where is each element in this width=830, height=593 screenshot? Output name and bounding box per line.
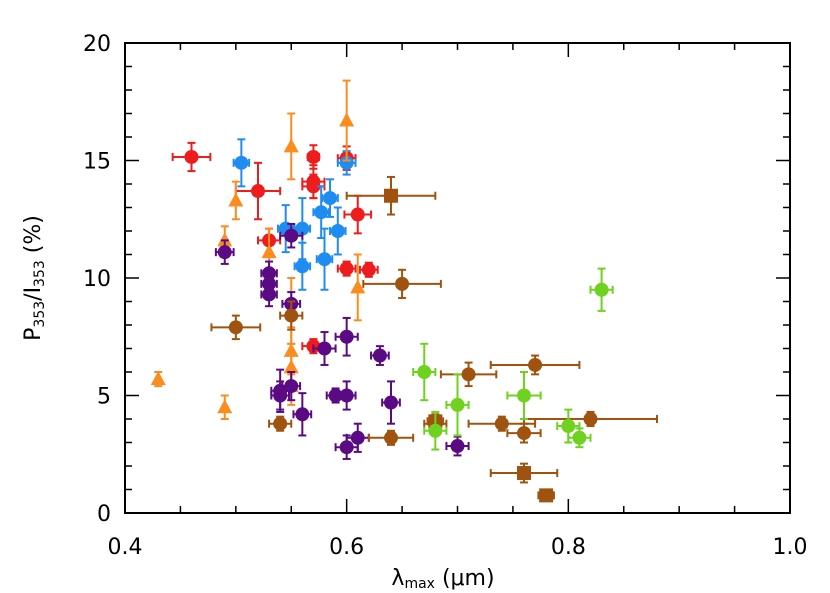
data-point-circle xyxy=(339,388,354,403)
data-point-circle xyxy=(317,252,332,267)
data-point-circle xyxy=(251,184,265,199)
data-point-circle xyxy=(184,149,199,164)
data-series xyxy=(345,175,559,503)
data-point-circle xyxy=(572,430,587,445)
data-point-circle xyxy=(234,155,249,170)
data-point-circle xyxy=(339,440,354,455)
data-point-triangle xyxy=(261,244,277,259)
y-tick-label: 5 xyxy=(97,385,111,410)
x-tick-label: 0.8 xyxy=(551,535,586,560)
data-point-circle xyxy=(339,329,354,344)
data-point-circle xyxy=(461,367,476,382)
data-point-triangle xyxy=(339,112,355,127)
data-point-circle xyxy=(339,155,354,170)
data-point-circle xyxy=(517,388,531,403)
data-point-circle xyxy=(350,207,365,222)
data-point-circle xyxy=(295,407,310,422)
chart-marks xyxy=(150,79,658,503)
data-point-square xyxy=(517,466,531,481)
data-point-circle xyxy=(528,357,543,372)
x-tick-label: 1.0 xyxy=(773,535,808,560)
data-point-circle xyxy=(328,388,343,403)
data-point-circle xyxy=(450,439,465,454)
data-point-circle xyxy=(395,276,410,291)
data-point-triangle xyxy=(228,192,244,207)
axis-tick-labels: 0.4 0.6 0.8 1.0 0 5 10 15 20 xyxy=(83,32,808,560)
data-point-circle xyxy=(306,179,321,194)
x-tick-label: 0.4 xyxy=(108,535,143,560)
data-point-circle xyxy=(428,423,443,438)
x-tick-label: 0.6 xyxy=(329,535,364,560)
data-point-triangle xyxy=(217,399,233,414)
data-point-circle xyxy=(284,308,299,323)
data-point-circle xyxy=(306,149,321,164)
data-point-circle xyxy=(295,259,310,274)
data-point-circle xyxy=(314,205,329,220)
data-point-circle xyxy=(228,320,243,335)
data-point-circle xyxy=(361,262,376,277)
data-point-square xyxy=(384,188,398,203)
data-series xyxy=(150,79,366,420)
data-point-circle xyxy=(372,348,387,363)
data-point-circle xyxy=(384,430,398,445)
x-axis-label: λmax (μm) xyxy=(391,566,494,592)
y-tick-label: 10 xyxy=(83,267,111,292)
data-point-circle xyxy=(330,224,345,238)
data-point-circle xyxy=(262,266,277,281)
data-point-circle xyxy=(350,430,365,445)
y-tick-label: 20 xyxy=(83,32,111,57)
axis-ticks xyxy=(124,42,791,514)
data-point-circle xyxy=(561,419,576,434)
data-point-circle xyxy=(295,221,310,236)
data-point-circle xyxy=(284,228,299,243)
data-point-circle xyxy=(273,416,288,431)
data-series xyxy=(214,222,470,460)
data-point-circle xyxy=(284,379,299,394)
y-tick-label: 15 xyxy=(83,150,111,175)
data-point-circle xyxy=(273,388,288,403)
data-point-circle xyxy=(594,282,609,297)
data-point-triangle xyxy=(283,138,299,153)
data-point-circle xyxy=(583,412,598,426)
data-point-triangle xyxy=(150,371,166,386)
y-tick-label: 0 xyxy=(97,502,111,527)
data-point-square xyxy=(539,488,554,503)
data-point-circle xyxy=(323,191,338,206)
data-point-circle xyxy=(262,287,277,302)
data-point-circle xyxy=(217,245,232,260)
data-point-circle xyxy=(494,416,509,431)
data-point-circle xyxy=(384,395,398,410)
y-axis-label: P353/I353 (%) xyxy=(21,215,48,341)
data-point-circle xyxy=(339,261,354,276)
data-point-triangle xyxy=(350,279,366,294)
data-point-circle xyxy=(317,341,332,356)
data-series xyxy=(232,138,357,291)
data-series xyxy=(412,267,614,451)
data-point-circle xyxy=(517,426,531,441)
data-point-circle xyxy=(450,397,465,412)
data-point-circle xyxy=(417,365,432,379)
